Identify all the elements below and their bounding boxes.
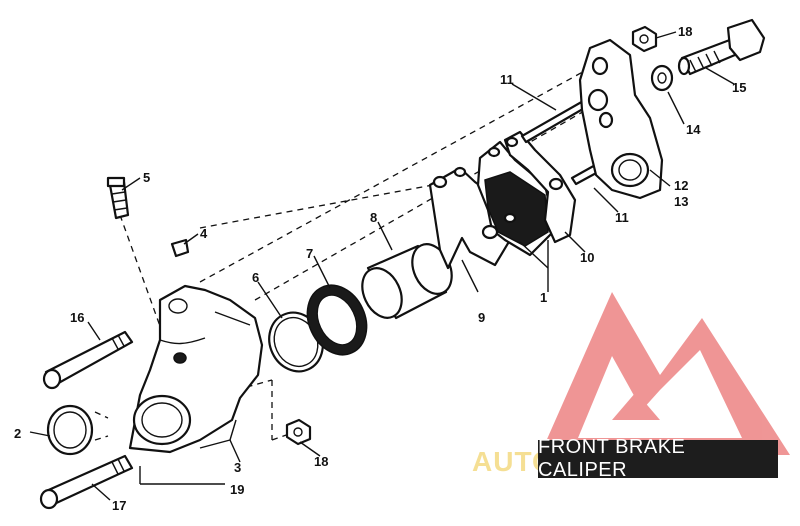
pad-backing-plate-outer	[503, 130, 577, 244]
mounting-bracket	[578, 38, 664, 200]
callout-3: 3	[234, 460, 241, 475]
callout-14: 14	[686, 122, 701, 137]
callout-12: 12	[674, 178, 688, 193]
callout-17: 17	[112, 498, 126, 513]
callout-19: 19	[230, 482, 244, 497]
callout-5: 5	[143, 170, 150, 185]
callout-18-lower: 18	[314, 454, 328, 469]
bleeder-valve	[106, 176, 130, 220]
callout-6: 6	[252, 270, 259, 285]
callout-9: 9	[478, 310, 485, 325]
dust-boot	[306, 284, 368, 356]
callout-18-upper: 18	[678, 24, 692, 39]
callout-15: 15	[732, 80, 746, 95]
callout-4: 4	[200, 226, 208, 241]
callout-11-upper: 11	[500, 72, 514, 87]
callout-1: 1	[540, 290, 547, 305]
caliper-housing	[128, 284, 264, 454]
mounting-pin-upper	[42, 330, 134, 390]
mounting-pin-lower	[39, 454, 134, 510]
callouts: 1 2 3 4 5 6 7 8 9 10 11 11 12 13 14 15 1…	[14, 24, 746, 513]
callout-2: 2	[14, 426, 21, 441]
nut-lower	[285, 418, 312, 446]
diagram-title-box: FRONT BRAKE CALIPER	[538, 436, 778, 481]
cover-plug	[46, 404, 94, 456]
nut-upper	[631, 25, 658, 53]
callout-7: 7	[306, 246, 313, 261]
callout-13: 13	[674, 194, 688, 209]
washer	[650, 64, 674, 92]
callout-16: 16	[70, 310, 84, 325]
callout-10: 10	[580, 250, 594, 265]
callout-8: 8	[370, 210, 377, 225]
callout-11-lower: 11	[615, 210, 629, 225]
triangle-logo-icon	[540, 292, 790, 455]
leader-lines	[29, 31, 735, 501]
diagram-title: FRONT BRAKE CALIPER	[538, 436, 686, 481]
alignment-lines	[94, 67, 601, 441]
retaining-pin-upper	[520, 98, 590, 144]
mounting-bolt	[677, 18, 766, 76]
